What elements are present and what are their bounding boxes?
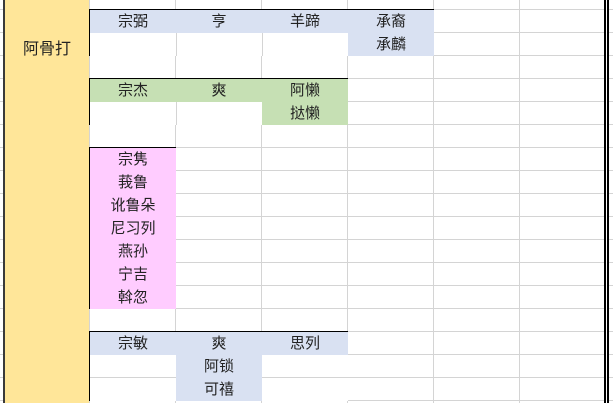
cell[interactable]: 承麟 (348, 33, 434, 56)
cell[interactable] (176, 102, 262, 125)
frozen-pane-divider (3, 0, 5, 403)
cell[interactable] (90, 378, 176, 401)
cell[interactable]: 燕孙 (90, 240, 176, 263)
cell[interactable] (90, 33, 176, 56)
cell[interactable]: 讹鲁朵 (90, 194, 176, 217)
cell[interactable]: 宗隽 (90, 148, 176, 171)
table-1: 宗弼 亨 羊蹄 承裔 承麟 (89, 9, 434, 56)
cell[interactable]: 斡忽 (90, 286, 176, 309)
cell[interactable]: 亨 (176, 10, 262, 33)
row-header-strip (0, 0, 3, 403)
table-2: 宗杰 爽 阿懒 挞懒 (89, 78, 348, 125)
cell[interactable]: 承裔 (348, 10, 434, 33)
cell[interactable]: 思列 (262, 332, 348, 355)
cell[interactable]: 宁吉 (90, 263, 176, 286)
cell[interactable]: 阿懒 (262, 79, 348, 102)
cell[interactable] (262, 378, 348, 401)
cell[interactable] (262, 355, 348, 378)
cell[interactable] (90, 355, 176, 378)
cell[interactable] (90, 102, 176, 125)
name-column-cell[interactable]: 阿骨打 (5, 0, 89, 403)
page-break-line (607, 0, 609, 403)
table-3: 宗隽 莪鲁 讹鲁朵 尼习列 燕孙 宁吉 斡忽 (89, 147, 176, 309)
cell[interactable]: 爽 (176, 79, 262, 102)
cell[interactable]: 宗敏 (90, 332, 176, 355)
cell[interactable]: 可禧 (176, 378, 262, 401)
cell[interactable]: 挞懒 (262, 102, 348, 125)
table-4: 宗敏 爽 思列 阿锁 可禧 (89, 331, 348, 401)
page-break-line (604, 0, 606, 403)
cell[interactable] (262, 33, 348, 56)
grid-tail (609, 0, 613, 403)
page-break-gap (606, 0, 607, 403)
cell[interactable]: 爽 (176, 332, 262, 355)
name-label: 阿骨打 (22, 39, 71, 58)
cell[interactable]: 羊蹄 (262, 10, 348, 33)
cell[interactable] (176, 33, 262, 56)
cell[interactable]: 宗弼 (90, 10, 176, 33)
cell[interactable]: 尼习列 (90, 217, 176, 240)
cell[interactable]: 莪鲁 (90, 171, 176, 194)
cell[interactable]: 宗杰 (90, 79, 176, 102)
cell[interactable]: 阿锁 (176, 355, 262, 378)
